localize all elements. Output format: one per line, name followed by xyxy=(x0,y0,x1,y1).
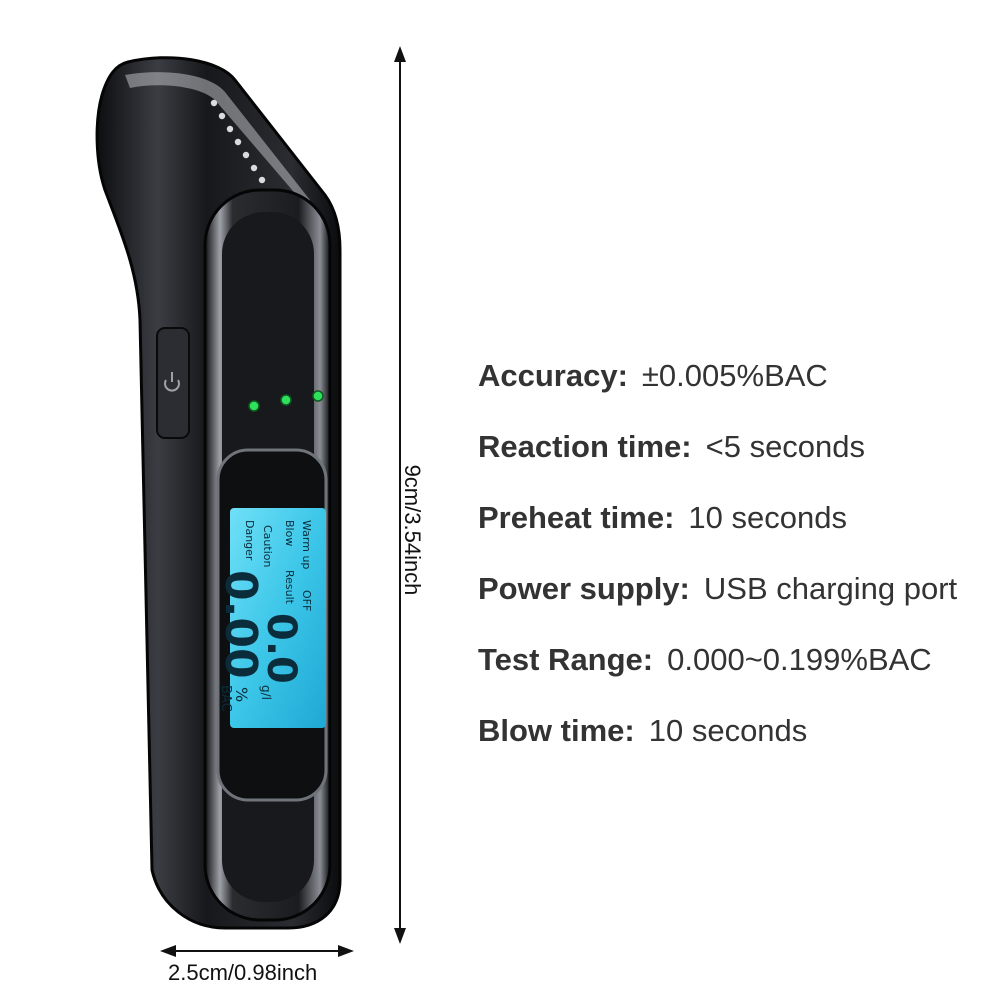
spec-accuracy: Accuracy: ±0.005%BAC xyxy=(478,356,957,427)
lcd-unit-gl: g/l xyxy=(259,685,273,700)
width-label: 2.5cm/0.98inch xyxy=(168,960,318,985)
spec-preheat-time: Preheat time: 10 seconds xyxy=(478,498,957,569)
lcd-unit-bac: BAC xyxy=(218,685,233,712)
device-head-highlight xyxy=(125,72,310,205)
spec-label: Preheat time: xyxy=(478,500,675,535)
lcd-danger: Danger xyxy=(243,520,256,561)
lcd-result: Result xyxy=(283,570,296,605)
vent-holes xyxy=(210,99,266,184)
spec-value: <5 seconds xyxy=(705,429,866,464)
spec-test-range: Test Range: 0.000~0.199%BAC xyxy=(478,640,957,711)
width-dimension-arrow xyxy=(160,945,354,957)
spec-value: 10 seconds xyxy=(688,500,847,535)
specs-list: Accuracy: ±0.005%BAC Reaction time: <5 sec… xyxy=(478,356,957,782)
spec-value: 0.000~0.199%BAC xyxy=(667,642,932,677)
spec-label: Blow time: xyxy=(478,713,635,748)
power-icon xyxy=(164,372,180,392)
indicator-leds xyxy=(248,390,324,412)
lcd-warm-up: Warm up xyxy=(300,520,313,569)
height-label: 9cm/3.54inch xyxy=(400,464,425,596)
lcd-caution: Caution xyxy=(261,525,274,567)
indicator-led xyxy=(280,394,292,406)
lcd-blow: Blow xyxy=(283,520,296,546)
lcd-reading-bac: 0.00 xyxy=(215,570,266,679)
lcd-screen xyxy=(230,508,326,728)
height-dimension-arrow xyxy=(394,46,406,944)
spec-reaction-time: Reaction time: <5 seconds xyxy=(478,427,957,498)
spec-value: USB charging port xyxy=(703,571,958,606)
lcd-off: OFF xyxy=(300,590,313,611)
lcd-reading-gl: 0.0 xyxy=(258,613,304,684)
spec-label: Accuracy: xyxy=(478,358,628,393)
spec-label: Reaction time: xyxy=(478,429,692,464)
spec-power-supply: Power supply: USB charging port xyxy=(478,569,957,640)
indicator-led xyxy=(312,390,324,402)
spec-label: Power supply: xyxy=(478,571,690,606)
indicator-led xyxy=(248,400,260,412)
spec-blow-time: Blow time: 10 seconds xyxy=(478,711,957,782)
power-button[interactable] xyxy=(156,327,190,439)
spec-value: ±0.005%BAC xyxy=(641,358,828,393)
spec-value: 10 seconds xyxy=(648,713,808,748)
spec-label: Test Range: xyxy=(478,642,654,677)
lcd-unit-pct: % xyxy=(232,687,251,702)
